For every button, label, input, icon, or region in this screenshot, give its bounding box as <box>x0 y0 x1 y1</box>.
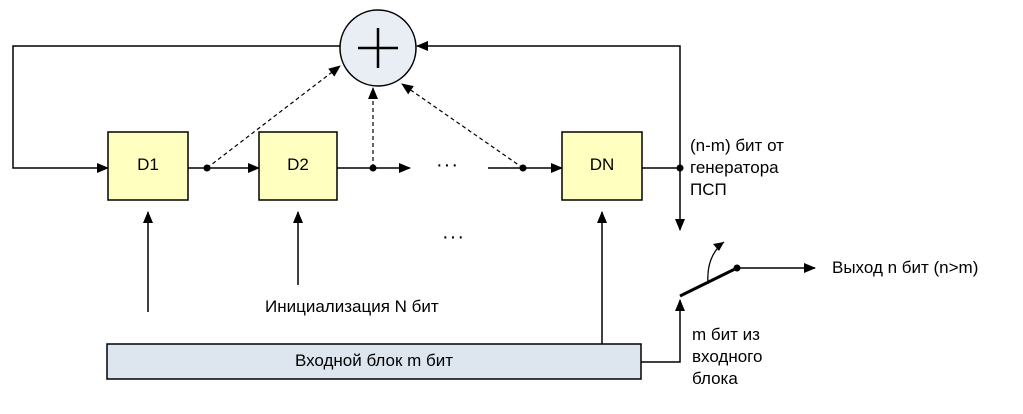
feedback-loop <box>12 45 340 173</box>
prng-label-line-3: ПСП <box>690 180 727 199</box>
prng-label-line-2: генератора <box>690 158 779 177</box>
ellipsis-bottom: ··· <box>442 226 465 248</box>
input-bits-label-line-3: блока <box>692 369 738 388</box>
right-feedback-line <box>416 41 681 168</box>
output-label: Выход n бит (n>m) <box>832 258 979 277</box>
adder <box>339 9 417 87</box>
register-d2-label: D2 <box>287 155 309 174</box>
switch <box>679 241 738 298</box>
register-d2 <box>258 131 338 201</box>
input-block <box>106 343 642 380</box>
input-bits-label: m бит из входного блока <box>692 324 762 390</box>
init-label: Инициализация N бит <box>265 297 439 316</box>
input-block-label: Входной блок m бит <box>294 351 454 370</box>
init-arrows <box>143 211 607 350</box>
input-bits-label-line-1: m бит из <box>692 325 760 344</box>
register-d1-label: D1 <box>137 155 159 174</box>
prng-label-line-1: (n-m) бит от <box>690 136 784 155</box>
input-bits-label-line-2: входного <box>692 347 763 366</box>
register-dn-label: DN <box>589 155 615 174</box>
register-d1 <box>107 131 189 201</box>
register-dn <box>561 131 643 201</box>
input-to-switch <box>641 299 685 363</box>
dashed-taps <box>206 65 524 169</box>
prng-label: (n-m) бит от генератора ПСП <box>690 135 784 201</box>
ellipsis-top: ··· <box>436 154 459 176</box>
